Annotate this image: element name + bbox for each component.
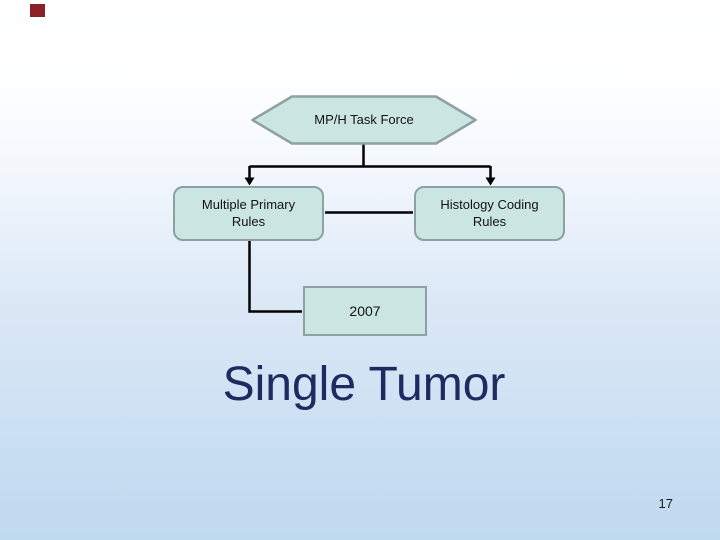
slide-title: Single Tumor bbox=[222, 358, 506, 411]
bullet-marker-icon bbox=[30, 4, 45, 17]
box-2007-label: 2007 bbox=[349, 303, 381, 319]
box-multiple-primary-rules: Multiple Primary Rules bbox=[173, 186, 324, 241]
box-histology-coding-rules-label: Histology Coding Rules bbox=[440, 196, 539, 229]
box-2007: 2007 bbox=[303, 286, 427, 336]
hexagon-shape bbox=[251, 95, 477, 145]
page-number: 17 bbox=[658, 496, 673, 511]
box-histology-coding-rules: Histology Coding Rules bbox=[414, 186, 565, 241]
hexagon-mph-task-force: MP/H Task Force bbox=[251, 95, 477, 145]
connector-elbow-to-year-box bbox=[248, 241, 302, 313]
arrowhead-down-left-icon bbox=[244, 177, 255, 186]
arrowhead-down-right-icon bbox=[485, 177, 496, 186]
box-multiple-primary-rules-label: Multiple Primary Rules bbox=[201, 196, 296, 229]
hexagon-label: MP/H Task Force bbox=[314, 111, 414, 127]
